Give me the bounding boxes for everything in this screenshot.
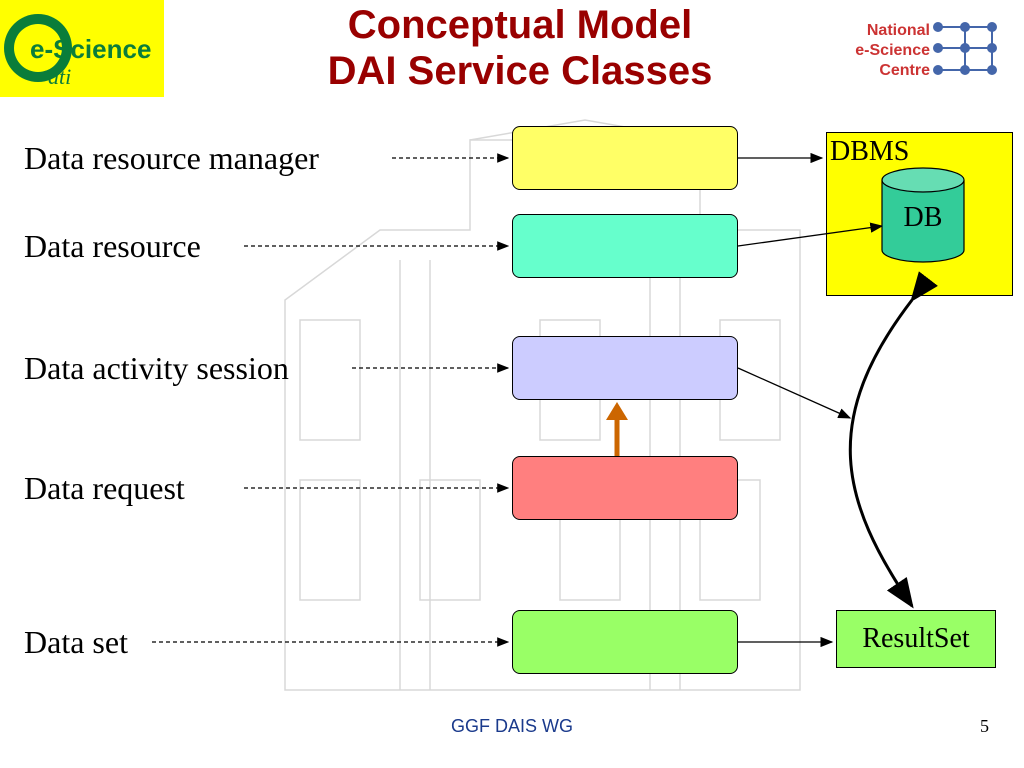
nesc-line3: Centre: [879, 62, 930, 79]
dbms-label: DBMS: [830, 136, 910, 167]
row-label-data-activity-session: Data activity session: [24, 350, 289, 386]
title-line2: DAI Service Classes: [327, 49, 713, 93]
request-to-session-arrow: [606, 402, 628, 456]
title-line1: Conceptual Model: [347, 3, 693, 47]
data-set-box: [512, 610, 738, 674]
nesc-line1: National: [867, 22, 930, 39]
row-label-data-resource-manager: Data resource manager: [24, 140, 319, 176]
resultset-label: ResultSet: [862, 623, 970, 654]
dbms-resultset-curve: [848, 271, 938, 609]
data-request-box: [512, 456, 738, 520]
logo-main-text: e-Science: [30, 34, 151, 64]
e-science-logo-graphic: e-Science dti: [4, 14, 151, 89]
data-activity-session-box: [512, 336, 738, 400]
slide-title: Conceptual Model DAI Service Classes: [240, 2, 800, 94]
logo-sub-text: dti: [48, 64, 71, 89]
row-label-data-resource: Data resource: [24, 228, 201, 264]
e-science-logo: e-Science dti: [0, 0, 164, 97]
resultset-box: [836, 610, 996, 668]
row-label-data-request: Data request: [24, 470, 185, 506]
link-session-curve: [737, 367, 852, 419]
nesc-line2: e-Science: [855, 42, 930, 59]
footer-text: GGF DAIS WG: [450, 716, 573, 736]
row-label-data-set: Data set: [24, 624, 128, 660]
data-resource-manager-box: [512, 126, 738, 190]
page-number: 5: [980, 716, 989, 736]
data-resource-box: [512, 214, 738, 278]
